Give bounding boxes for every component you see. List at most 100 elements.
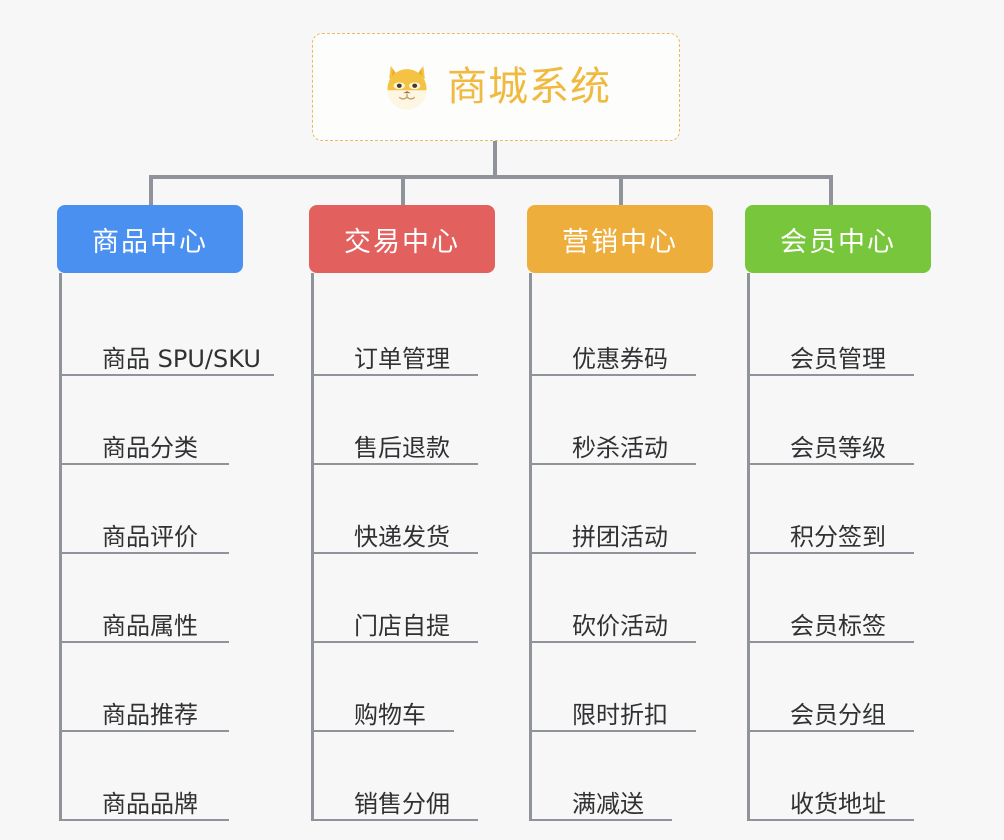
leaf-item[interactable]: 销售分佣 (309, 732, 524, 821)
leaf-rule (529, 463, 696, 465)
leaf-list-2: 订单管理 售后退款 快递发货 门店自提 购物车 销售分佣 (309, 273, 524, 821)
root-node[interactable]: 商城系统 (312, 33, 680, 141)
leaf-rule (529, 730, 696, 732)
leaf-label: 会员等级 (790, 433, 886, 462)
leaf-label: 会员分组 (790, 700, 886, 729)
leaf-rule (59, 641, 229, 643)
branch-header-label: 营销中心 (562, 226, 678, 258)
leaf-item[interactable]: 门店自提 (309, 554, 524, 643)
leaf-label: 商品品牌 (102, 789, 198, 818)
leaf-item[interactable]: 售后退款 (309, 376, 524, 465)
leaf-rule (59, 374, 274, 376)
leaf-rule (529, 374, 696, 376)
connector-horizontal-bus (149, 175, 832, 179)
leaf-rule (747, 374, 914, 376)
leaf-label: 销售分佣 (354, 789, 450, 818)
leaf-item[interactable]: 优惠券码 (527, 287, 742, 376)
leaf-item[interactable]: 商品属性 (57, 554, 282, 643)
leaf-label: 满减送 (572, 789, 644, 818)
leaf-label: 商品 SPU/SKU (102, 344, 261, 373)
leaf-rule (59, 730, 229, 732)
leaf-rule (311, 819, 478, 821)
leaf-rule (311, 374, 478, 376)
leaf-item[interactable]: 拼团活动 (527, 465, 742, 554)
branch-column-3: 营销中心 优惠券码 秒杀活动 拼团活动 砍价活动 限时折扣 (527, 205, 742, 821)
leaf-item[interactable]: 秒杀活动 (527, 376, 742, 465)
leaf-rule (311, 552, 478, 554)
leaf-item[interactable]: 商品 SPU/SKU (57, 287, 282, 376)
branch-header-label: 会员中心 (780, 226, 896, 258)
leaf-label: 快递发货 (354, 522, 450, 551)
leaf-rule (311, 730, 454, 732)
leaf-rule (529, 552, 696, 554)
leaf-spine-2 (311, 273, 314, 821)
leaf-item[interactable]: 限时折扣 (527, 643, 742, 732)
leaf-list-3: 优惠券码 秒杀活动 拼团活动 砍价活动 限时折扣 满减送 (527, 273, 742, 821)
leaf-rule (529, 641, 696, 643)
leaf-label: 拼团活动 (572, 522, 668, 551)
connector-drop-1 (149, 175, 153, 205)
leaf-list-4: 会员管理 会员等级 积分签到 会员标签 会员分组 收货地址 (745, 273, 945, 821)
leaf-rule (59, 552, 229, 554)
leaf-item[interactable]: 满减送 (527, 732, 742, 821)
leaf-item[interactable]: 订单管理 (309, 287, 524, 376)
leaf-rule (747, 819, 914, 821)
leaf-item[interactable]: 会员标签 (745, 554, 945, 643)
leaf-item[interactable]: 商品推荐 (57, 643, 282, 732)
leaf-label: 积分签到 (790, 522, 886, 551)
branch-header-label: 交易中心 (344, 226, 460, 258)
leaf-item[interactable]: 商品分类 (57, 376, 282, 465)
connector-drop-4 (829, 175, 833, 205)
leaf-rule (529, 819, 672, 821)
leaf-item[interactable]: 会员管理 (745, 287, 945, 376)
branch-header-4[interactable]: 会员中心 (745, 205, 931, 273)
branch-header-3[interactable]: 营销中心 (527, 205, 713, 273)
leaf-label: 优惠券码 (572, 344, 668, 373)
leaf-label: 秒杀活动 (572, 433, 668, 462)
leaf-rule (311, 641, 478, 643)
branch-header-2[interactable]: 交易中心 (309, 205, 495, 273)
leaf-rule (747, 463, 914, 465)
leaf-label: 砍价活动 (572, 611, 668, 640)
leaf-item[interactable]: 会员分组 (745, 643, 945, 732)
leaf-label: 限时折扣 (572, 700, 668, 729)
root-title: 商城系统 (447, 64, 611, 110)
leaf-rule (311, 463, 478, 465)
connector-drop-3 (619, 175, 623, 205)
leaf-spine-3 (529, 273, 532, 821)
leaf-label: 商品属性 (102, 611, 198, 640)
leaf-label: 商品评价 (102, 522, 198, 551)
leaf-rule (747, 552, 914, 554)
branch-header-label: 商品中心 (92, 226, 208, 258)
leaf-rule (747, 641, 914, 643)
leaf-item[interactable]: 会员等级 (745, 376, 945, 465)
leaf-item[interactable]: 购物车 (309, 643, 524, 732)
leaf-label: 售后退款 (354, 433, 450, 462)
leaf-spine-1 (59, 273, 62, 821)
leaf-label: 购物车 (354, 700, 426, 729)
connector-drop-2 (401, 175, 405, 205)
leaf-item[interactable]: 商品品牌 (57, 732, 282, 821)
leaf-list-1: 商品 SPU/SKU 商品分类 商品评价 商品属性 商品推荐 商品品牌 (57, 273, 282, 821)
leaf-item[interactable]: 砍价活动 (527, 554, 742, 643)
leaf-label: 商品分类 (102, 433, 198, 462)
shiba-dog-face-icon (387, 65, 427, 110)
branch-column-4: 会员中心 会员管理 会员等级 积分签到 会员标签 会员分组 (745, 205, 945, 821)
branch-column-1: 商品中心 商品 SPU/SKU 商品分类 商品评价 商品属性 商品推荐 (57, 205, 282, 821)
leaf-item[interactable]: 快递发货 (309, 465, 524, 554)
connector-root-stem (493, 141, 497, 177)
leaf-label: 会员标签 (790, 611, 886, 640)
leaf-item[interactable]: 商品评价 (57, 465, 282, 554)
leaf-rule (747, 730, 914, 732)
leaf-rule (59, 819, 229, 821)
leaf-label: 会员管理 (790, 344, 886, 373)
leaf-label: 门店自提 (354, 611, 450, 640)
leaf-rule (59, 463, 229, 465)
branch-column-2: 交易中心 订单管理 售后退款 快递发货 门店自提 购物车 (309, 205, 524, 821)
leaf-item[interactable]: 收货地址 (745, 732, 945, 821)
leaf-spine-4 (747, 273, 750, 821)
branch-header-1[interactable]: 商品中心 (57, 205, 243, 273)
leaf-item[interactable]: 积分签到 (745, 465, 945, 554)
leaf-label: 订单管理 (354, 344, 450, 373)
